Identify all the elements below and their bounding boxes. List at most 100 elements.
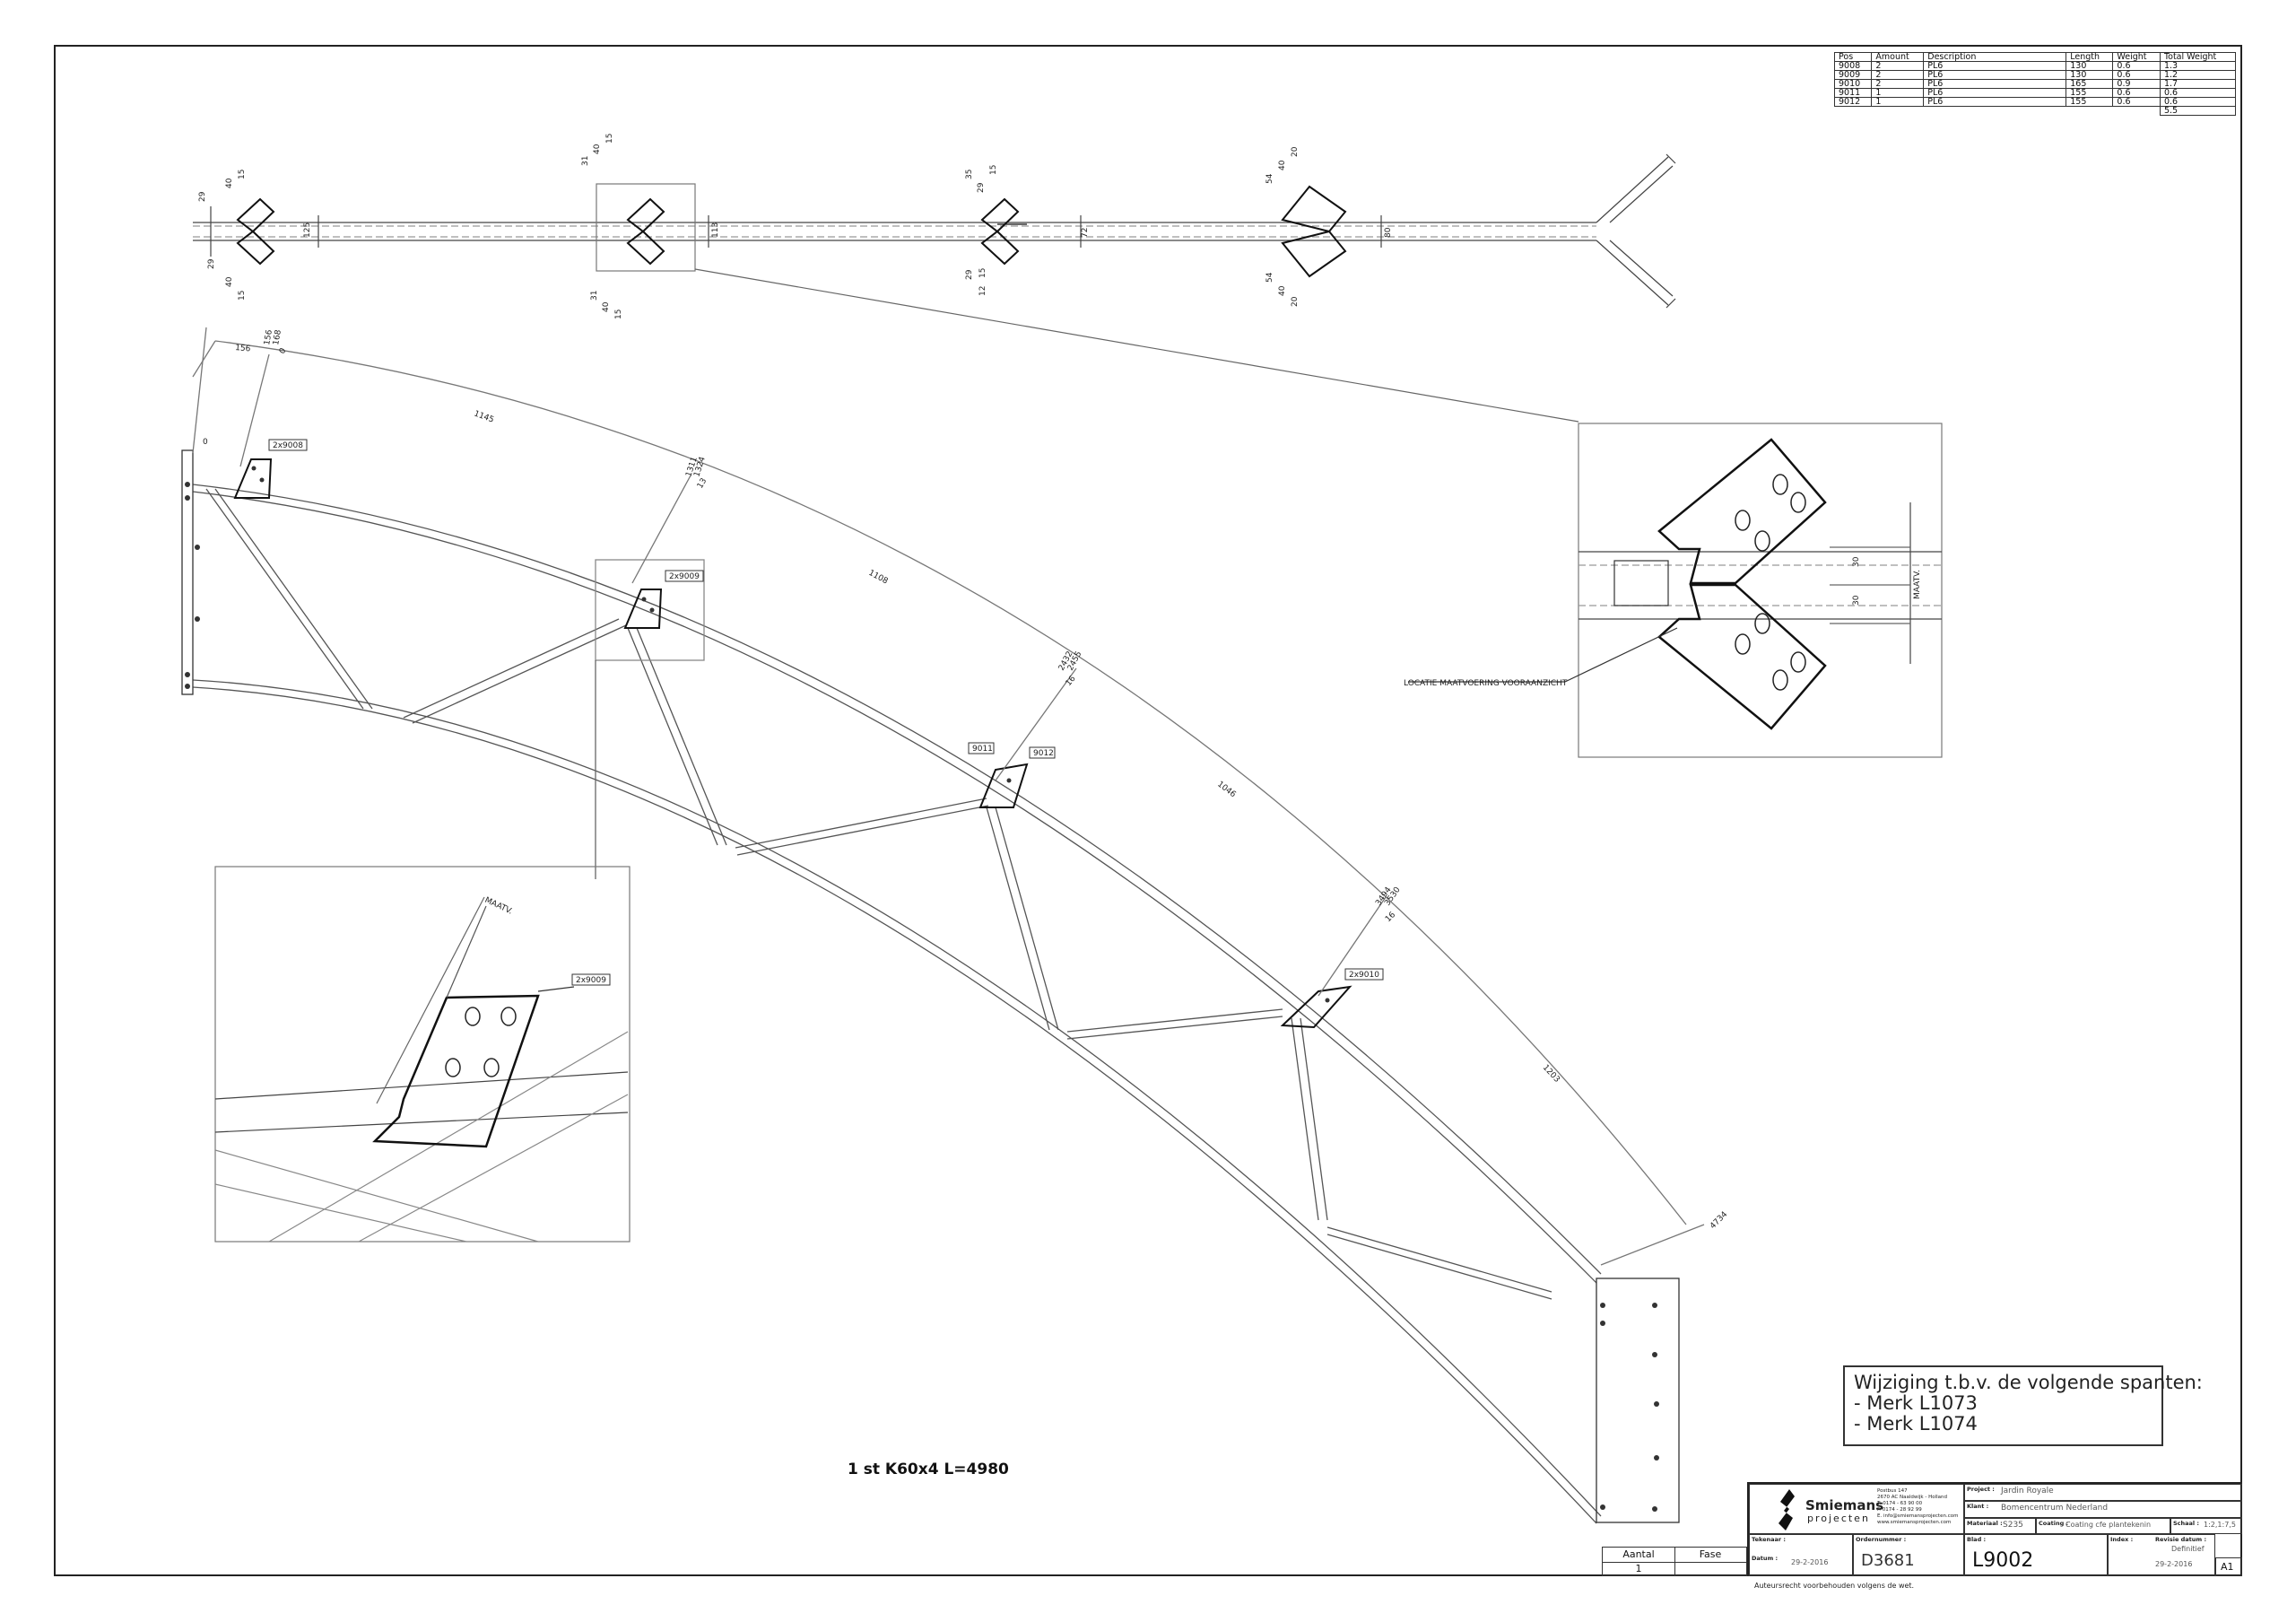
- date-value: 29-2-2016: [1791, 1558, 1829, 1566]
- svg-text:0: 0: [278, 346, 289, 355]
- parts-cell: 9012: [1833, 97, 1873, 107]
- svg-text:168: 168: [272, 329, 283, 346]
- plan-node-2: [596, 183, 709, 272]
- company-subtitle: projecten: [1807, 1513, 1870, 1524]
- material-label: Materiaal :: [1967, 1520, 2003, 1527]
- note-line: - Merk L1073: [1854, 1392, 1978, 1414]
- fase-value: [1674, 1562, 1746, 1575]
- svg-text:15: 15: [238, 170, 247, 179]
- svg-text:16: 16: [1065, 675, 1078, 688]
- client-field: Klant : Bomencentrum Nederland: [1964, 1501, 2242, 1518]
- parts-cell: 2: [1871, 79, 1925, 89]
- material-field: Materiaal : S235: [1964, 1518, 2036, 1534]
- blad-field: Blad : L9002: [1964, 1534, 2108, 1576]
- note-line: - Merk L1074: [1854, 1413, 1978, 1435]
- parts-header: Total Weight: [2159, 52, 2237, 62]
- parts-cell: 1: [1871, 97, 1925, 107]
- revision-date-value: 29-2-2016: [2155, 1560, 2193, 1568]
- svg-text:20: 20: [1291, 296, 1300, 307]
- parts-cell: PL6: [1923, 79, 2067, 89]
- format-field: A1: [2215, 1557, 2242, 1576]
- parts-row: 9008 2 PL6 130 0.6 1.3: [1833, 61, 2237, 71]
- svg-text:MAATV.: MAATV.: [1913, 570, 1922, 599]
- bolt-holes: [185, 466, 1659, 1512]
- order-label: Ordernummer :: [1856, 1536, 1907, 1543]
- project-label: Project :: [1967, 1486, 1995, 1493]
- detail-left-bolts: [445, 1007, 517, 1077]
- parts-cell: PL6: [1923, 97, 2067, 107]
- revision-note: Wijziging t.b.v. de volgende spanten: - …: [1843, 1365, 2203, 1446]
- plan-view: [193, 153, 1676, 423]
- svg-text:4734: 4734: [1709, 1210, 1729, 1231]
- address-line: Postbus 147: [1877, 1488, 1908, 1494]
- svg-text:54: 54: [1265, 173, 1274, 184]
- parts-table: Pos Amount Description Length Weight Tot…: [1833, 52, 2237, 116]
- svg-text:1203: 1203: [1541, 1063, 1561, 1085]
- svg-text:30: 30: [1852, 556, 1861, 567]
- parts-row: 9009 2 PL6 130 0.6 1.2: [1833, 70, 2237, 80]
- parts-cell: 1.7: [2159, 79, 2237, 89]
- order-value: D3681: [1861, 1551, 1915, 1570]
- detail-left-text: MAATV. 2x9009: [483, 896, 611, 986]
- svg-text:9012: 9012: [1033, 749, 1054, 758]
- parts-header-row: Pos Amount Description Length Weight Tot…: [1833, 52, 2237, 62]
- svg-text:12: 12: [978, 286, 987, 296]
- parts-row: 9011 1 PL6 155 0.6 0.6: [1833, 88, 2237, 98]
- parts-cell: 9011: [1833, 88, 1873, 98]
- parts-header: Weight: [2112, 52, 2161, 62]
- svg-text:113: 113: [711, 222, 720, 238]
- parts-cell: PL6: [1923, 61, 2067, 71]
- svg-text:35: 35: [965, 170, 974, 179]
- address-line: www.smiemansprojecten.com: [1877, 1520, 1952, 1525]
- parts-cell: 0.6: [2159, 88, 2237, 98]
- parts-header: Description: [1923, 52, 2067, 62]
- svg-text:2x9008: 2x9008: [273, 441, 303, 450]
- parts-cell: 0.6: [2112, 70, 2161, 80]
- parts-cell: 1.3: [2159, 61, 2237, 71]
- svg-text:15: 15: [978, 268, 987, 278]
- svg-text:29: 29: [965, 269, 974, 280]
- svg-text:15: 15: [989, 165, 998, 175]
- svg-text:13: 13: [696, 477, 709, 491]
- svg-text:156: 156: [263, 329, 274, 346]
- svg-text:40: 40: [593, 144, 602, 154]
- aantal-table: Aantal Fase 1: [1602, 1547, 1747, 1576]
- svg-text:31: 31: [590, 291, 599, 301]
- format-value: A1: [2221, 1561, 2234, 1573]
- company-name: Smiemans: [1805, 1497, 1884, 1513]
- parts-cell: 9008: [1833, 61, 1873, 71]
- detail-right: [1408, 423, 1943, 758]
- elevation-tags: 2x9008 2x9009 9011 9012 2x9010: [268, 439, 1384, 981]
- coating-label: Coating :: [2039, 1520, 2069, 1527]
- client-value: Bomencentrum Nederland: [2001, 1504, 2109, 1513]
- svg-text:40: 40: [225, 178, 234, 188]
- client-label: Klant :: [1967, 1503, 1989, 1510]
- svg-text:30: 30: [1852, 595, 1861, 606]
- svg-text:2x9009: 2x9009: [669, 572, 700, 581]
- parts-cell: 0.6: [2159, 97, 2237, 107]
- parts-row: 9012 1 PL6 155 0.6 0.6: [1833, 97, 2237, 107]
- parts-cell: 130: [2066, 61, 2114, 71]
- parts-header: Length: [2066, 52, 2114, 62]
- svg-text:16: 16: [1384, 911, 1397, 924]
- parts-cell: 1: [1871, 88, 1925, 98]
- svg-text:31: 31: [581, 156, 590, 166]
- title-block: Smiemans projecten Postbus 147 2670 AC N…: [1747, 1482, 2242, 1576]
- material-value: S235: [2003, 1521, 2023, 1530]
- plan-node-3: [980, 197, 1082, 266]
- svg-text:9011: 9011: [972, 745, 993, 754]
- svg-text:80: 80: [1384, 227, 1393, 238]
- svg-text:40: 40: [225, 276, 234, 287]
- parts-cell: PL6: [1923, 88, 2067, 98]
- coating-value: Coating cfe plantekenin: [2066, 1521, 2152, 1529]
- parts-total-row: 5.5: [1835, 106, 2237, 116]
- date-label: Datum :: [1752, 1555, 1779, 1562]
- svg-text:29: 29: [207, 258, 216, 269]
- address-line: F. 0174 - 28 92 99: [1877, 1507, 1922, 1513]
- order-field: Ordernummer : D3681: [1853, 1534, 1964, 1576]
- svg-text:1046: 1046: [1215, 780, 1238, 799]
- aantal-header: Aantal: [1603, 1548, 1675, 1563]
- parts-cell: 0.9: [2112, 79, 2161, 89]
- parts-cell: 0.6: [2112, 61, 2161, 71]
